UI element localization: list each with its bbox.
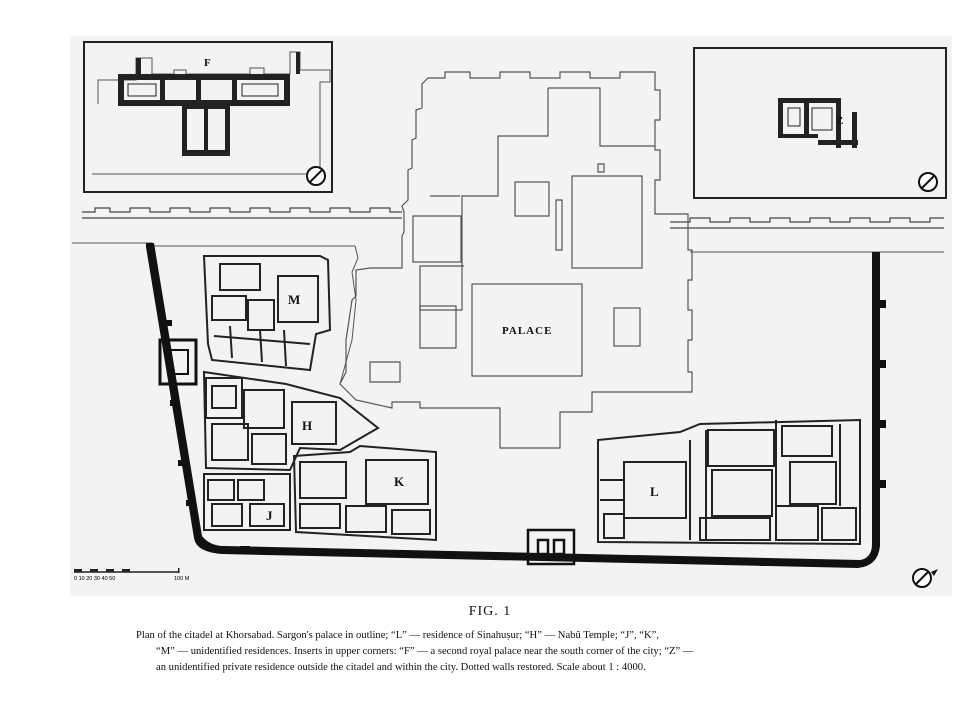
label-j: J <box>266 508 273 523</box>
north-arrow-icon <box>918 172 938 192</box>
temple-h <box>202 370 380 472</box>
label-f: F <box>204 57 211 69</box>
residence-k <box>292 444 437 542</box>
citadel-plan: F Z <box>70 36 952 596</box>
label-palace: PALACE <box>502 325 552 337</box>
palace-outline <box>339 71 693 449</box>
caption-line: “M” — unidentified residences. Inserts i… <box>156 646 694 657</box>
caption-line: an unidentified private residence outsid… <box>156 662 646 673</box>
label-l: L <box>650 484 659 499</box>
north-arrow-icon <box>306 166 326 186</box>
city-wall <box>82 207 944 229</box>
insert-z: Z <box>693 47 947 199</box>
citadel-wall <box>146 243 886 568</box>
residence-j <box>203 473 291 531</box>
label-k: K <box>394 474 405 489</box>
scale-bar: 0 10 20 30 40 50 100 M <box>74 568 190 582</box>
south-gate <box>526 528 576 566</box>
figure-title: FIG. 1 <box>468 604 512 619</box>
insert-f: F <box>83 41 333 193</box>
label-z: Z <box>836 115 843 127</box>
north-arrow-icon <box>912 568 938 588</box>
residence-l <box>597 418 861 546</box>
plate-background <box>70 36 952 596</box>
caption-line: Plan of the citadel at Khorsabad. Sargon… <box>136 630 659 641</box>
scale-end: 100 M <box>174 576 190 582</box>
label-h: H <box>302 418 312 433</box>
residence-m <box>202 255 332 372</box>
label-m: M <box>288 292 300 307</box>
scale-ticks: 0 10 20 30 40 50 <box>74 576 115 582</box>
figure-caption: Plan of the citadel at Khorsabad. Sargon… <box>136 628 896 676</box>
